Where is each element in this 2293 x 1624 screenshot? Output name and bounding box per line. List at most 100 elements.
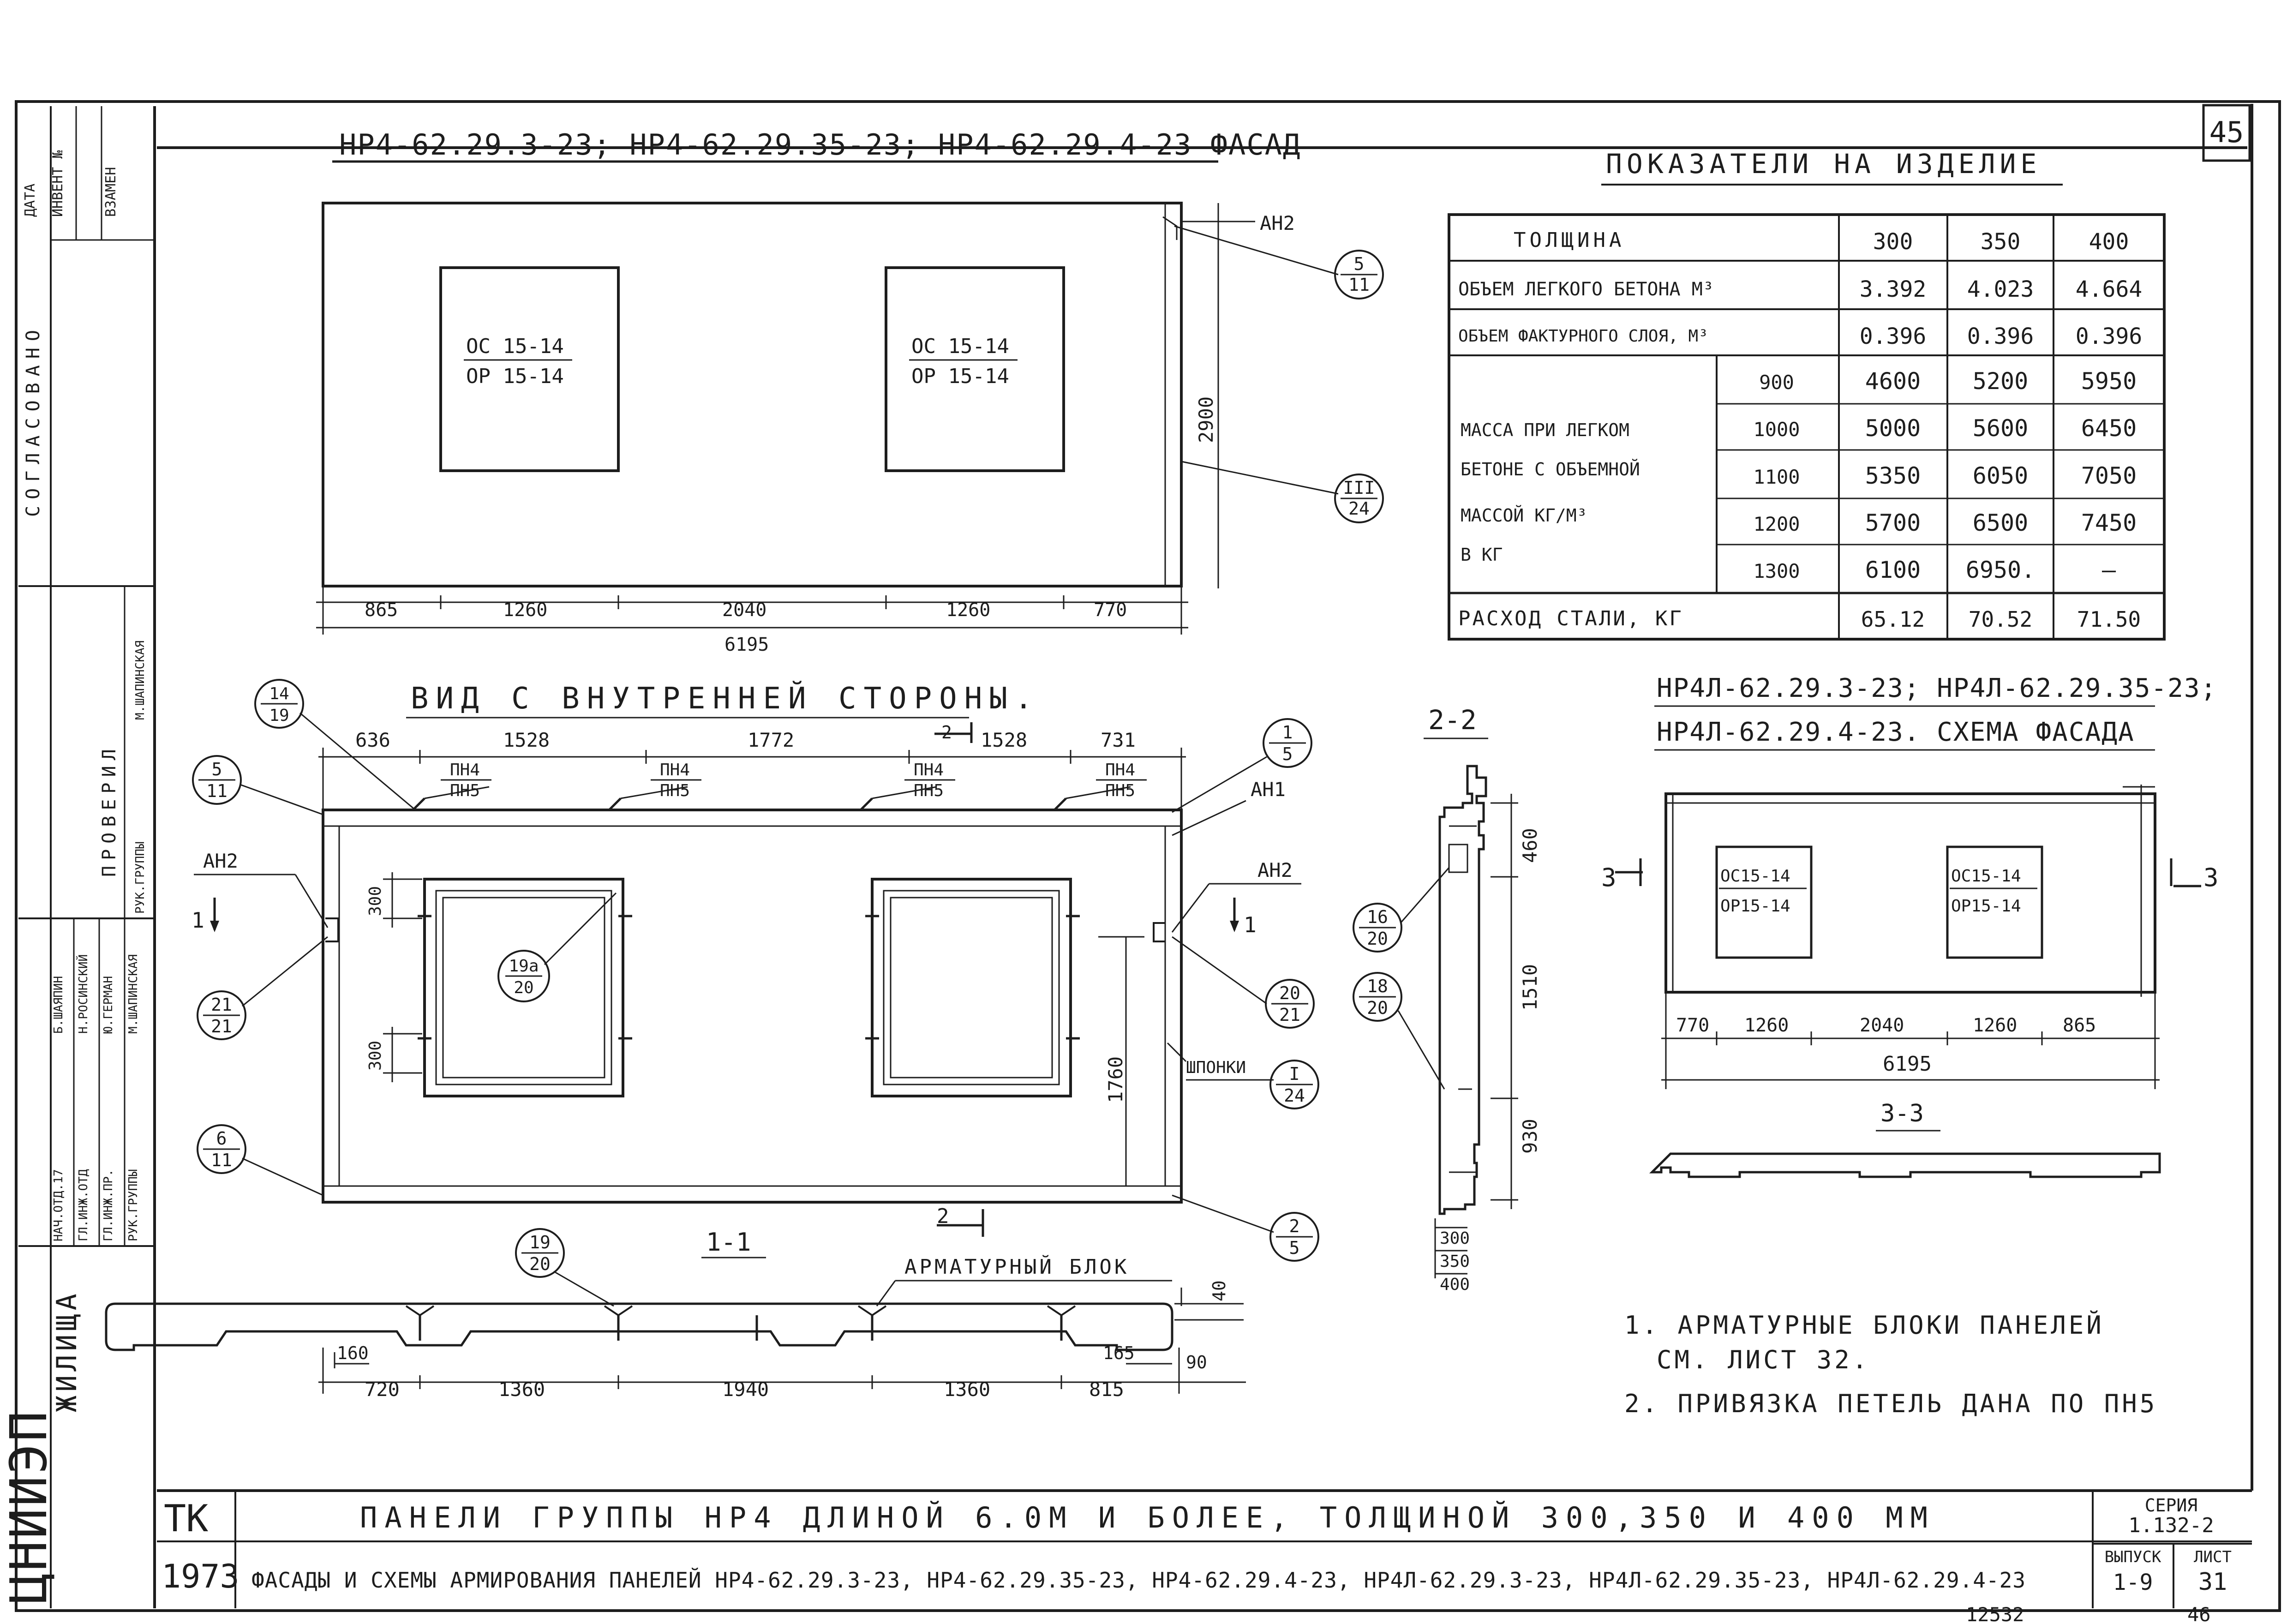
table-mass-label-1: МАССА ПРИ ЛЕГКОМ (1461, 420, 1629, 440)
sheet-frame (15, 100, 2281, 1612)
inner-top-dims (318, 722, 1186, 812)
window-dims (383, 872, 422, 1082)
note-1-line-1: 1. АРМАТУРНЫЕ БЛОКИ ПАНЕЛЕЙ (1624, 1311, 2104, 1340)
callout-III-24-bottom: 24 (1348, 498, 1370, 519)
callout-19-20-top: 19 (529, 1232, 551, 1252)
mass-1000-350: 5600 (1973, 415, 2028, 442)
callout-14-19 (254, 679, 416, 811)
loop-3-pn4: ПН4 (914, 761, 944, 779)
table-light-label: ОБЪЕМ ЛЕГКОГО БЕТОНА М³ (1458, 279, 1714, 300)
table-steel-400: 71.50 (2077, 607, 2141, 632)
stamp-title-1: ПАНЕЛИ ГРУППЫ НР4 ДЛИНОЙ 6.0М И БОЛЕЕ, Т… (360, 1501, 1935, 1534)
side-checked-label: ПРОВЕРИЛ (99, 743, 120, 877)
mass-900-400: 5950 (2081, 368, 2137, 395)
table-light-400: 4.664 (2076, 276, 2143, 302)
callout-19a-20-top: 19а (509, 957, 539, 976)
loop-1-pn5: ПН5 (450, 781, 480, 800)
table-mass-label-2: БЕТОНЕ С ОБЪЕМНОЙ (1461, 459, 1640, 479)
callout-I-24 (1269, 1060, 1319, 1109)
scheme-cut-3 (1615, 858, 2201, 887)
thickness-350: 350 (1440, 1252, 1470, 1271)
table-steel-350: 70.52 (1969, 607, 2032, 632)
scheme-dim-770: 770 (1676, 1015, 1709, 1036)
note-1-line-2: СМ. ЛИСТ 32. (1657, 1345, 1870, 1374)
callout-19-20-bottom: 20 (529, 1254, 551, 1274)
scheme-dims (1661, 992, 2160, 1089)
facade-title: НР4-62.29.3-23; НР4-62.29.35-23; НР4-62.… (339, 128, 1301, 162)
table-facing-300: 0.396 (1860, 324, 1927, 349)
thickness-300: 300 (1440, 1229, 1470, 1248)
inner-cut-2-top: 2 (941, 722, 952, 743)
sheet-number: 45 (2209, 115, 2244, 149)
loop-1-pn4: ПН4 (450, 761, 480, 779)
table-mass-label-3: МАССОЙ КГ/М³ (1461, 505, 1587, 526)
callout-19a-20-bottom: 20 (514, 978, 533, 997)
mass-1100-400: 7050 (2081, 462, 2137, 489)
section-2-2-title: 2-2 (1428, 704, 1477, 736)
bottom-note-page: 46 (2187, 1603, 2211, 1624)
facade-window-left-bottom: ОР 15-14 (466, 365, 564, 388)
callout-1-5-bottom: 5 (1282, 744, 1293, 764)
facade-dim-2040: 2040 (722, 599, 766, 621)
lifting-loops (412, 779, 1147, 811)
loop-2-pn4: ПН4 (660, 761, 690, 779)
mass-1000-density: 1000 (1753, 418, 1800, 441)
inner-dim-1528a: 1528 (503, 729, 550, 751)
inner-dim-1772: 1772 (748, 729, 794, 751)
mass-1100-350: 6050 (1973, 462, 2028, 489)
mass-1300-350: 6950. (1966, 557, 2036, 583)
callout-6-11-top: 6 (216, 1128, 227, 1149)
indicators-title: ПОКАЗАТЕЛИ НА ИЗДЕЛИЕ (1606, 148, 2041, 180)
table-head-thickness: ТОЛЩИНА (1514, 228, 1625, 252)
callout-18-20 (1353, 972, 1445, 1090)
callout-6-11 (197, 1124, 323, 1196)
series-value: 1.132-2 (2128, 1514, 2214, 1537)
side-replace-label: ВЗАМЕН (103, 167, 119, 217)
table-steel-label: РАСХОД СТАЛИ, КГ (1458, 607, 1683, 630)
table-steel-300: 65.12 (1861, 607, 1925, 632)
org-sub: ЖИЛИЩА (51, 1290, 83, 1412)
loop-2-pn5: ПН5 (660, 781, 690, 800)
mass-1300-300: 6100 (1865, 557, 1921, 583)
loop-4-pn5: ПН5 (1105, 781, 1135, 800)
facade-dim-865: 865 (365, 599, 398, 621)
title-block (157, 1489, 2252, 1608)
table-light-350: 4.023 (1967, 276, 2034, 302)
sec22-dim-930: 930 (1519, 1119, 1541, 1154)
indicators-table (1448, 213, 2166, 641)
inner-dim-636: 636 (355, 729, 390, 751)
callout-20-21-bottom: 21 (1279, 1005, 1300, 1025)
scheme-dim-1260a: 1260 (1744, 1015, 1789, 1036)
facade-an2-label: АН2 (1260, 212, 1295, 234)
callout-5-11-inner-top: 5 (212, 759, 222, 779)
side-agreed-label: СОГЛАСОВАНО (23, 324, 44, 517)
cut-1-markers (210, 898, 1239, 932)
sec-dim-720: 720 (365, 1378, 400, 1401)
section-1-1-profile (105, 1302, 1173, 1351)
callout-20-21-top: 20 (1279, 983, 1300, 1003)
callout-19-20 (515, 1228, 614, 1307)
callout-I-24-top: I (1289, 1064, 1300, 1084)
callout-5-11-inner-bottom: 11 (206, 781, 228, 801)
inner-an2-right-label: АН2 (1257, 859, 1293, 881)
side-name-2: Ю.ГЕРМАН (102, 976, 115, 1034)
issue-label: ВЫПУСК (2105, 1548, 2161, 1566)
side-role-3: РУК.ГРУППЫ (126, 1169, 140, 1241)
table-head-400: 400 (2089, 229, 2129, 255)
mass-1000-400: 6450 (2081, 415, 2137, 442)
table-light-300: 3.392 (1860, 276, 1927, 302)
shponki-label: ШПОНКИ (1186, 1058, 1246, 1077)
callout-1-5-top: 1 (1282, 722, 1293, 743)
bottom-note-number: 12532 (1966, 1603, 2024, 1624)
mass-1200-350: 6500 (1973, 509, 2028, 536)
callout-2-5 (1172, 1194, 1319, 1262)
table-facing-350: 0.396 (1967, 324, 2034, 349)
side-stamp (18, 106, 155, 1608)
side-group-head-label: РУК.ГРУППЫ (133, 841, 147, 914)
mass-1300-400: — (2102, 557, 2116, 583)
dim-160: 160 (337, 1343, 369, 1363)
side-role-2: ГЛ.ИНЖ.ПР. (102, 1169, 115, 1241)
series-label: СЕРИЯ (2145, 1495, 2197, 1516)
cut-1-left: 1 (192, 908, 204, 933)
sec-dim-1940: 1940 (722, 1378, 769, 1401)
